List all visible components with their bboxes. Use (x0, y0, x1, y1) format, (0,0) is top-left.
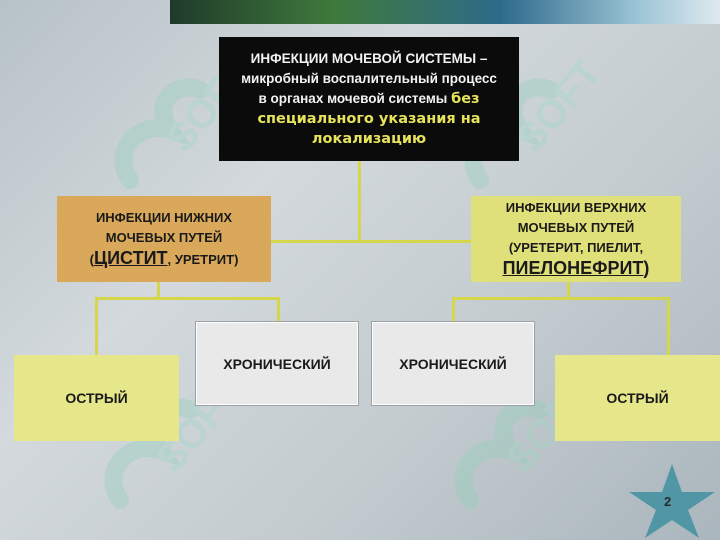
header-banner (170, 0, 720, 24)
connector-upper-chronic (452, 297, 455, 321)
lower-line-1: ИНФЕКЦИИ НИЖНИХ (95, 210, 233, 225)
root-line-5: локализацию (311, 131, 427, 147)
root-line-3-highlight: без (451, 91, 480, 107)
root-line-1: ИНФЕКЦИИ МОЧЕВОЙ СИСТЕМЫ – (250, 51, 488, 66)
connector-lower-chronic (277, 297, 280, 321)
upper-acute-node: ОСТРЫЙ (555, 355, 720, 441)
upper-chronic-label: ХРОНИЧЕСКИЙ (399, 355, 507, 372)
lower-acute-label: ОСТРЫЙ (65, 390, 128, 406)
watermark-text: SOFT (508, 60, 610, 161)
lower-open-paren: ( (89, 252, 94, 267)
page-number: 2 (664, 494, 672, 509)
upper-tract-node: ИНФЕКЦИИ ВЕРХНИХ МОЧЕВЫХ ПУТЕЙ (УРЕТЕРИТ… (471, 196, 681, 282)
connector-lower-split (95, 297, 280, 300)
root-line-3: в органах мочевой системы без (258, 89, 479, 109)
lower-rest: , УРЕТРИТ) (167, 252, 239, 267)
root-node: ИНФЕКЦИИ МОЧЕВОЙ СИСТЕМЫ – микробный вос… (219, 37, 519, 161)
upper-line-1: ИНФЕКЦИИ ВЕРХНИХ (505, 200, 647, 215)
connector-lower-acute (95, 297, 98, 355)
connector-upper-acute (667, 297, 670, 355)
cystitis-label: ЦИСТИТ (93, 248, 168, 268)
root-line-2: микробный воспалительный процесс (241, 71, 497, 86)
upper-close-paren: ) (643, 258, 650, 278)
lower-line-3: (ЦИСТИТ, УРЕТРИТ) (90, 248, 239, 270)
connector-lower-down (157, 282, 160, 299)
connector-root-down (358, 161, 361, 243)
lower-line-2: МОЧЕВЫХ ПУТЕЙ (105, 230, 223, 245)
lower-tract-node: ИНФЕКЦИИ НИЖНИХ МОЧЕВЫХ ПУТЕЙ (ЦИСТИТ, У… (57, 196, 271, 282)
lower-chronic-label: ХРОНИЧЕСКИЙ (223, 355, 331, 372)
upper-line-2: МОЧЕВЫХ ПУТЕЙ (517, 220, 635, 235)
upper-line-3: (УРЕТЕРИТ, ПИЕЛИТ, (508, 240, 644, 255)
connector-upper-down (567, 282, 570, 299)
upper-line-4: ПИЕЛОНЕФРИТ) (503, 258, 650, 280)
root-line-3-plain: в органах мочевой системы (258, 91, 448, 106)
upper-chronic-node: ХРОНИЧЕСКИЙ (371, 321, 535, 406)
upper-acute-label: ОСТРЫЙ (606, 390, 669, 406)
connector-horizontal-main (271, 240, 471, 243)
pyelonephritis-label: ПИЕЛОНЕФРИТ (502, 258, 644, 278)
star-icon (629, 464, 715, 538)
lower-acute-node: ОСТРЫЙ (14, 355, 179, 441)
lower-chronic-node: ХРОНИЧЕСКИЙ (195, 321, 359, 406)
root-line-4: специального указания на (257, 111, 481, 127)
connector-upper-split (452, 297, 670, 300)
